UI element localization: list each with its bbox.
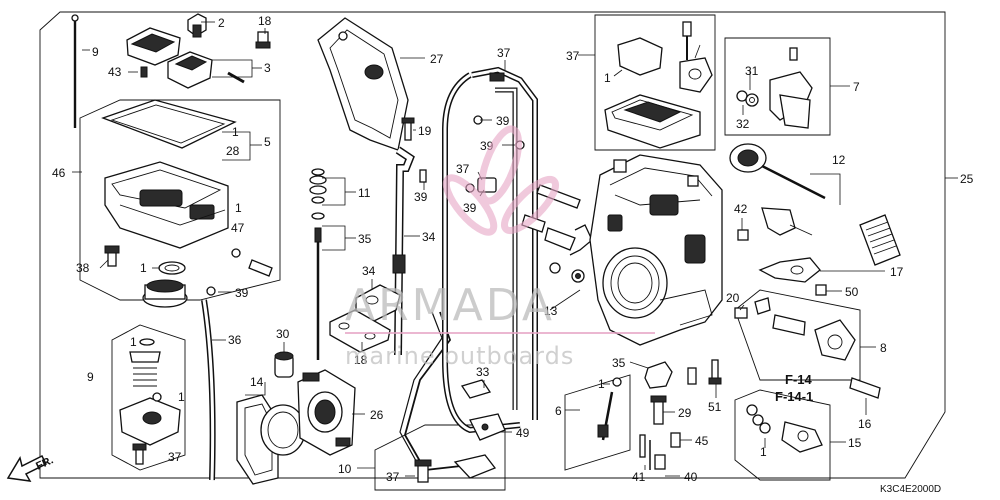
callout-39: 39 bbox=[414, 190, 428, 204]
callout-26: 30 bbox=[276, 327, 290, 341]
lever-group bbox=[724, 37, 831, 136]
callout-32: 36 bbox=[228, 333, 242, 347]
callout-46: 47 bbox=[231, 221, 245, 235]
callout-22: 26 bbox=[370, 408, 384, 422]
accelerator-pump-group bbox=[111, 324, 186, 471]
ref-f14-1: F-14-1 bbox=[775, 389, 813, 404]
callout-36: 35 bbox=[358, 232, 372, 246]
callout-1: 1 bbox=[232, 125, 239, 139]
callout-19: 19 bbox=[418, 124, 432, 138]
callout-1: 1 bbox=[598, 377, 605, 391]
leader-lines bbox=[72, 21, 958, 477]
sensor-group bbox=[734, 389, 831, 481]
callout-31: 35 bbox=[612, 356, 626, 370]
callout-1: 1 bbox=[140, 261, 147, 275]
callout-39: 39 bbox=[496, 114, 510, 128]
callout-1: 1 bbox=[604, 71, 611, 85]
callout-35: 34 bbox=[422, 230, 436, 244]
callout-28: 32 bbox=[736, 117, 750, 131]
callout-24: 28 bbox=[226, 144, 240, 158]
callout-29: 33 bbox=[476, 365, 490, 379]
callout-41: 41 bbox=[632, 470, 646, 484]
callout-17: 17 bbox=[890, 265, 904, 279]
callout-6: 6 bbox=[555, 404, 562, 418]
watermark-logo-icon bbox=[442, 125, 559, 236]
callout-43: 43 bbox=[108, 65, 122, 79]
cable-group bbox=[374, 311, 506, 491]
callout-38: 38 bbox=[76, 261, 90, 275]
callout-44: 45 bbox=[695, 434, 709, 448]
callout-2: 2 bbox=[218, 16, 225, 30]
watermark-tagline: marine outboards bbox=[345, 342, 574, 370]
callout-10: 10 bbox=[338, 462, 352, 476]
callout-16: 16 bbox=[858, 417, 872, 431]
callout-18: 18 bbox=[354, 353, 368, 367]
callout-45: 46 bbox=[52, 166, 66, 180]
hot-start-group bbox=[729, 143, 901, 296]
callout-1: 1 bbox=[760, 445, 767, 459]
top-cover-group bbox=[594, 14, 716, 151]
callout-8: 8 bbox=[880, 341, 887, 355]
callout-33: 37 bbox=[456, 162, 470, 176]
callout-labels: 9 2 18 3 43 27 1 28 5 46 1 47 38 1 39 36… bbox=[52, 14, 974, 484]
callout-39: 39 bbox=[235, 286, 249, 300]
callout-20: 20 bbox=[726, 291, 740, 305]
intake-group bbox=[201, 286, 356, 485]
callout-9: 9 bbox=[92, 45, 99, 59]
callout-9: 9 bbox=[87, 370, 94, 384]
callout-34: 37 bbox=[497, 46, 511, 60]
needle-group bbox=[309, 146, 427, 360]
callout-39: 39 bbox=[463, 201, 477, 215]
diagram-frame bbox=[39, 11, 946, 479]
callout-14: 14 bbox=[250, 375, 264, 389]
callout-30: 34 bbox=[362, 264, 376, 278]
callout-4: 37 bbox=[566, 49, 580, 63]
callout-25: 29 bbox=[678, 406, 692, 420]
callout-13: 13 bbox=[544, 304, 558, 318]
callout-15: 15 bbox=[848, 436, 862, 450]
callout-37: 37 bbox=[386, 470, 400, 484]
callout-47: 49 bbox=[516, 426, 530, 440]
callout-37: 37 bbox=[168, 450, 182, 464]
needle-jet-group bbox=[564, 374, 681, 471]
direction-label: FR. bbox=[34, 454, 55, 472]
callout-5: 5 bbox=[264, 135, 271, 149]
watermark-brand: ARMADA bbox=[345, 280, 555, 331]
callout-1: 1 bbox=[130, 335, 137, 349]
callout-11: 11 bbox=[358, 186, 371, 200]
callout-50: 51 bbox=[708, 400, 722, 414]
callout-42: 42 bbox=[734, 202, 748, 216]
callout-3: 3 bbox=[264, 61, 271, 75]
callout-12: 12 bbox=[832, 153, 846, 167]
callout-49: 50 bbox=[845, 285, 859, 299]
callout-18: 18 bbox=[258, 14, 272, 28]
callout-7: 7 bbox=[853, 80, 860, 94]
callout-23: 27 bbox=[430, 52, 444, 66]
vent-tube-group bbox=[442, 66, 538, 441]
direction-arrow: FR. bbox=[6, 454, 55, 482]
callout-21: 25 bbox=[960, 172, 974, 186]
float-chamber-group bbox=[71, 13, 281, 308]
callout-1: 1 bbox=[235, 201, 242, 215]
fitting-group bbox=[734, 289, 881, 399]
watermark: ARMADA marine outboards bbox=[345, 125, 655, 370]
callout-40: 40 bbox=[684, 470, 698, 484]
carburetor-body bbox=[589, 154, 723, 389]
diagram-code: K3C4E2000D bbox=[880, 484, 941, 495]
ref-f14: F-14 bbox=[785, 372, 813, 387]
callout-1: 1 bbox=[178, 390, 185, 404]
callout-27: 31 bbox=[745, 64, 759, 78]
